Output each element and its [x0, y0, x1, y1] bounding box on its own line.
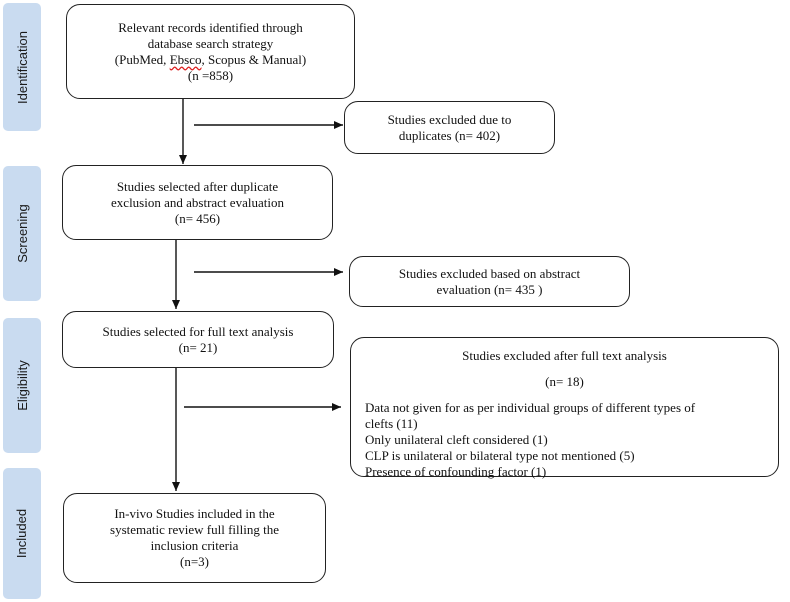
included-line-3: inclusion criteria [150, 538, 239, 553]
phase-identification: Identification [3, 3, 41, 131]
excluded-duplicates-line-2: duplicates (n= 402) [398, 127, 501, 143]
screened-box: Studies selected after duplicate exclusi… [62, 165, 333, 240]
fulltext-count: (n= 21) [178, 339, 218, 355]
excluded-fulltext-box: Studies excluded after full text analysi… [350, 337, 779, 479]
included-line-1: In-vivo Studies included in the [114, 506, 275, 521]
phase-screening: Screening [3, 166, 41, 301]
included-line-2: systematic review full filling the [110, 522, 279, 537]
excluded-abstract-line-1: Studies excluded based on abstract [398, 265, 581, 281]
screened-line-2: exclusion and abstract evaluation [111, 194, 284, 210]
phase-eligibility: Eligibility [3, 318, 41, 453]
exclusion-reason: Only unilateral cleft considered (1) [365, 432, 548, 447]
fulltext-line-1: Studies selected for full text analysis [102, 323, 294, 339]
fulltext-box: Studies selected for full text analysis … [62, 311, 334, 368]
records-line-3: (PubMed, Ebsco, Scopus & Manual) [114, 51, 307, 67]
excluded-abstract-line-2: evaluation (n= 435 ) [436, 281, 543, 297]
included-box: In-vivo Studies included in the systemat… [63, 493, 326, 583]
excluded-fulltext-count: (n= 18) [545, 374, 584, 389]
spellcheck-underlined-word: Ebsco [169, 51, 202, 67]
included-count: (n=3) [180, 554, 209, 569]
records-line-1: Relevant records identified through [118, 19, 303, 35]
records-line-2: database search strategy [147, 35, 274, 51]
records-identified-box: Relevant records identified through data… [66, 4, 355, 99]
exclusion-reason: Presence of confounding factor (1) [365, 464, 547, 479]
excluded-duplicates-line-1: Studies excluded due to [387, 111, 512, 127]
records-count: (n =858) [187, 67, 234, 83]
screened-count: (n= 456) [174, 210, 221, 226]
excluded-fulltext-title: Studies excluded after full text analysi… [462, 348, 667, 363]
excluded-abstract-box: Studies excluded based on abstract evalu… [349, 256, 630, 307]
excluded-duplicates-box: Studies excluded due to duplicates (n= 4… [344, 101, 555, 154]
exclusion-reason: Data not given for as per individual gro… [365, 400, 696, 415]
exclusion-reason: CLP is unilateral or bilateral type not … [365, 448, 635, 463]
screened-line-1: Studies selected after duplicate [116, 178, 279, 194]
phase-included: Included [3, 468, 41, 599]
exclusion-reason: clefts (11) [365, 416, 418, 431]
